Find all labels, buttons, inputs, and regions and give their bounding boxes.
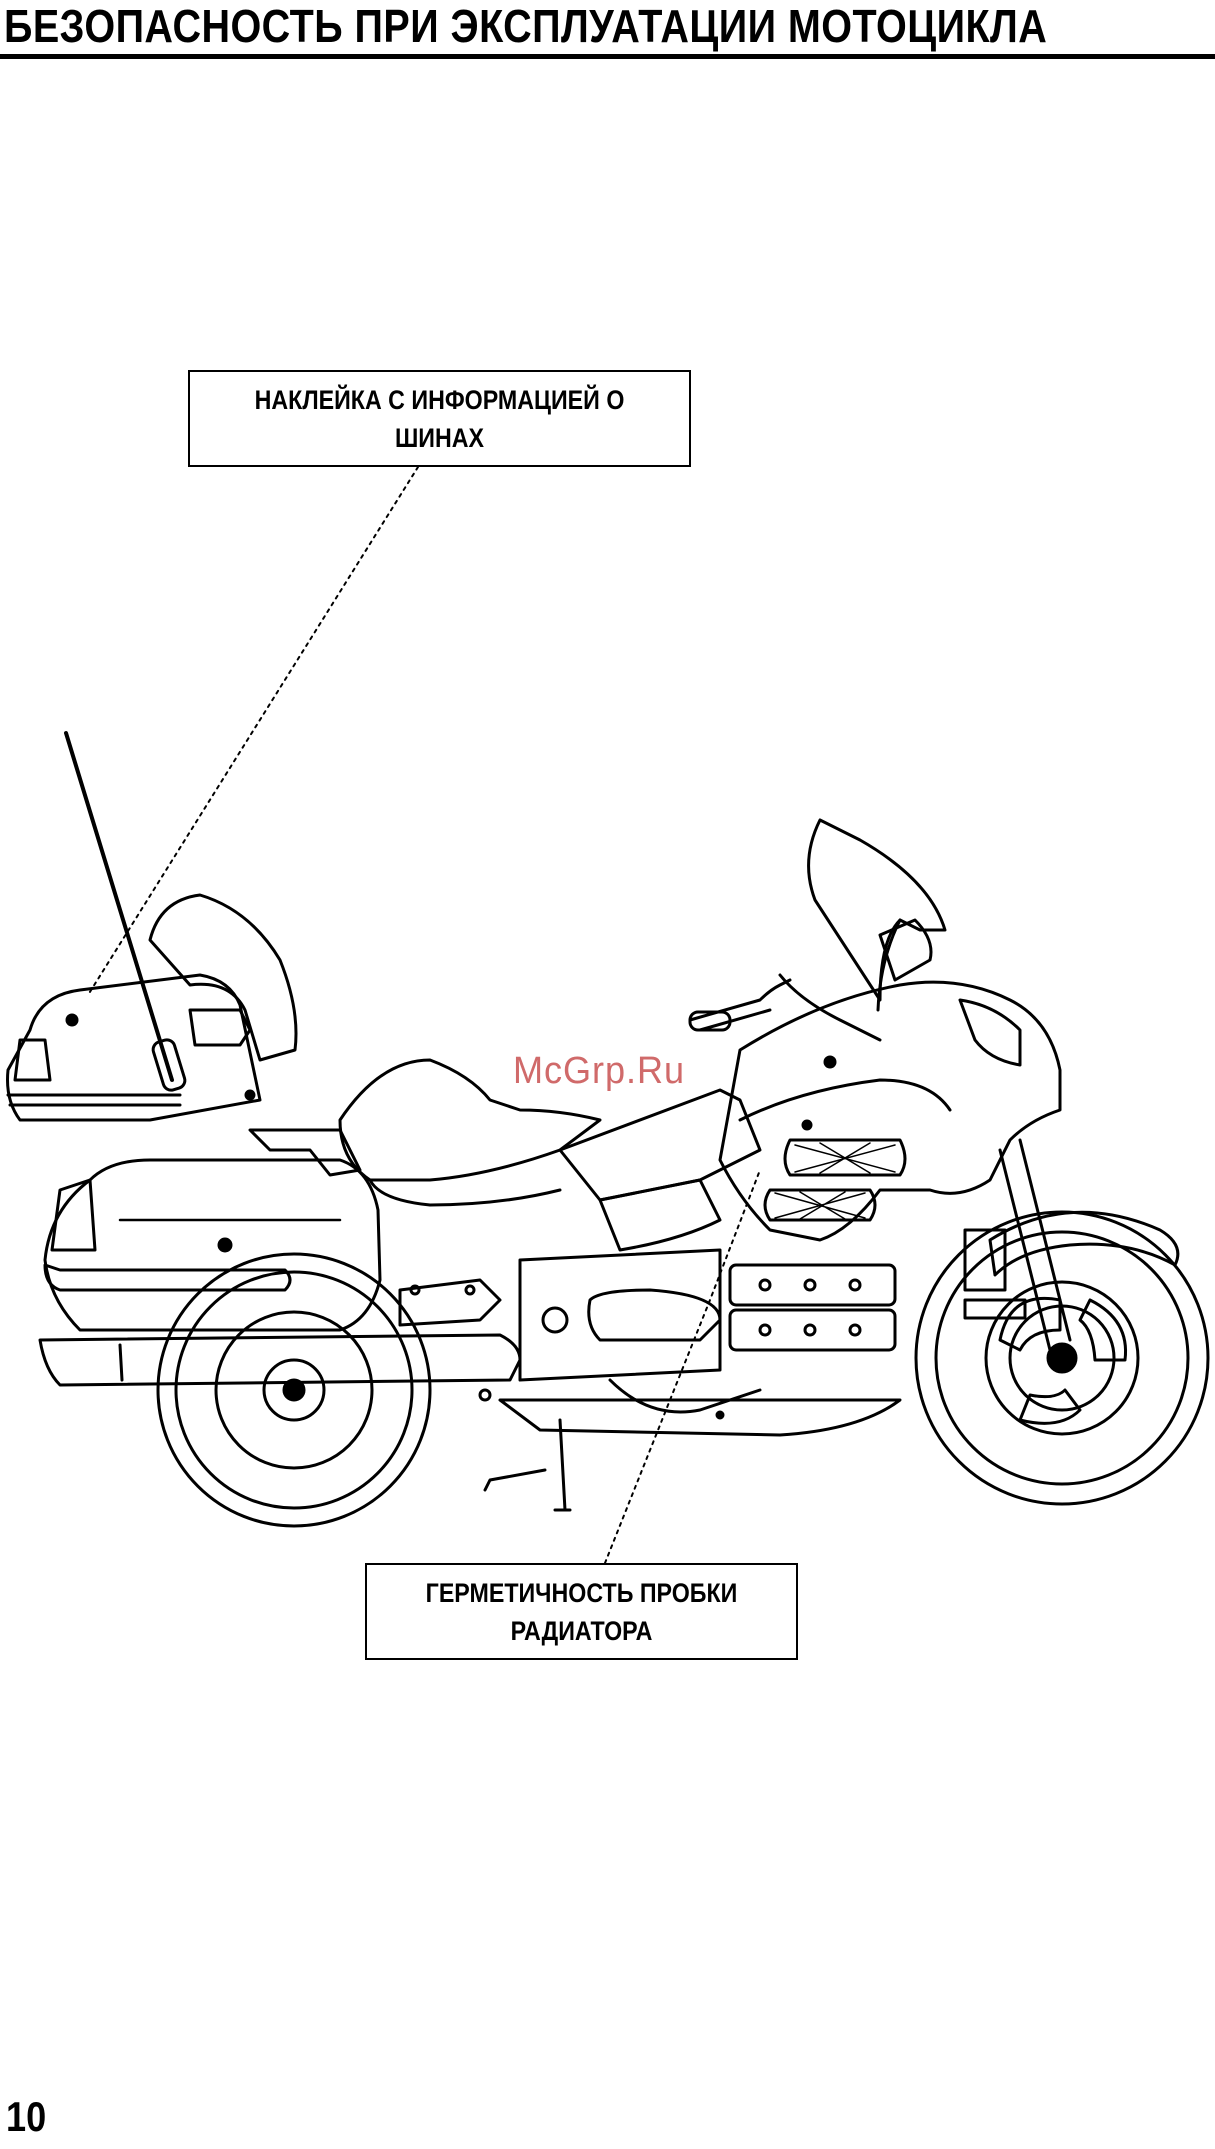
radiator-callout-leader bbox=[605, 1170, 760, 1563]
radiator-cap-callout: ГЕРМЕТИЧНОСТЬ ПРОБКИ РАДИАТОРА bbox=[365, 1563, 798, 1660]
center-stand bbox=[485, 1420, 570, 1510]
rear-wheel bbox=[158, 1254, 430, 1526]
antenna bbox=[66, 733, 172, 1080]
tire-callout-leader bbox=[88, 467, 418, 995]
tire-info-label-text: НАКЛЕЙКА С ИНФОРМАЦИЕЙ О ШИНАХ bbox=[225, 381, 654, 457]
page-number: 10 bbox=[6, 2093, 46, 2141]
handlebar bbox=[690, 980, 790, 1030]
muffler bbox=[40, 1335, 520, 1385]
windshield bbox=[809, 820, 945, 1000]
tire-info-label-callout: НАКЛЕЙКА С ИНФОРМАЦИЕЙ О ШИНАХ bbox=[188, 370, 691, 467]
watermark: McGrp.Ru bbox=[513, 1050, 685, 1093]
radiator-cap-text: ГЕРМЕТИЧНОСТЬ ПРОБКИ РАДИАТОРА bbox=[397, 1574, 766, 1650]
front-wheel bbox=[916, 1212, 1208, 1504]
engine bbox=[500, 1250, 900, 1435]
side-grille bbox=[765, 1140, 905, 1220]
